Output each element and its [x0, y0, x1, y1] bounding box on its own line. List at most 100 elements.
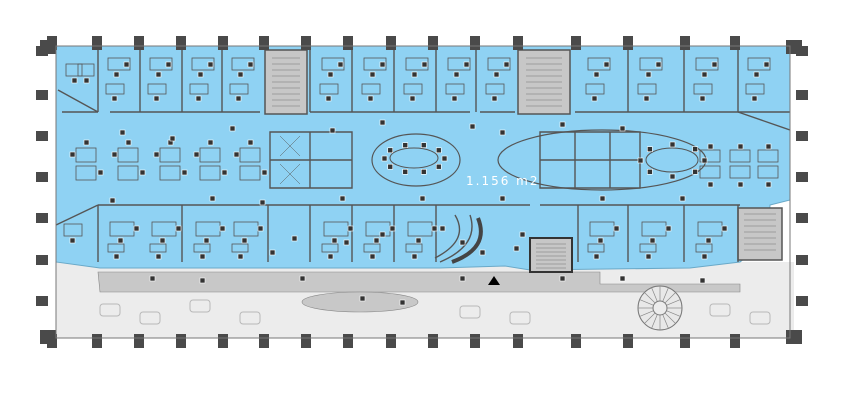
chair: [269, 249, 276, 256]
chair: [435, 147, 442, 154]
chair: [165, 61, 172, 68]
chair: [645, 253, 652, 260]
chair: [459, 275, 466, 282]
column: [786, 40, 802, 54]
chair: [379, 119, 386, 126]
chair: [327, 71, 334, 78]
column: [176, 36, 186, 50]
column: [176, 334, 186, 348]
chair: [247, 61, 254, 68]
chair: [619, 125, 626, 132]
workstations: [63, 57, 779, 306]
chair: [645, 71, 652, 78]
chair: [647, 146, 653, 152]
chair: [153, 151, 160, 158]
chair: [247, 139, 254, 146]
chair: [692, 169, 698, 175]
chair: [149, 275, 156, 282]
desk: [105, 83, 125, 95]
desk: [77, 63, 95, 77]
chair: [647, 169, 653, 175]
column: [730, 334, 740, 348]
chair: [699, 277, 706, 284]
chair: [479, 249, 486, 256]
chair: [597, 237, 604, 244]
chair: [207, 61, 214, 68]
column: [259, 334, 269, 348]
chair: [109, 197, 116, 204]
column: [796, 255, 808, 265]
chair: [519, 231, 526, 238]
chair: [643, 95, 650, 102]
chair: [491, 95, 498, 102]
curved-sofa: [451, 217, 483, 264]
planter: [189, 299, 211, 313]
chair: [373, 237, 380, 244]
planter: [749, 311, 771, 325]
spiral-stair-icon: [637, 285, 683, 331]
chair: [113, 71, 120, 78]
desk: [159, 147, 181, 163]
desk: [117, 147, 139, 163]
desk: [117, 165, 139, 181]
desk: [75, 165, 97, 181]
desk: [695, 243, 713, 253]
chair: [181, 169, 188, 176]
chair: [387, 163, 394, 170]
planter: [139, 311, 161, 325]
chair: [369, 71, 376, 78]
desk: [199, 165, 221, 181]
chair: [499, 129, 506, 136]
desk: [229, 83, 249, 95]
chair: [765, 181, 772, 188]
chair: [765, 143, 772, 150]
desk: [699, 165, 721, 179]
chair: [117, 237, 124, 244]
desk: [199, 147, 221, 163]
chair: [451, 95, 458, 102]
chair: [441, 155, 448, 162]
column: [301, 334, 311, 348]
chair: [499, 195, 506, 202]
chair: [175, 225, 182, 232]
chair: [159, 237, 166, 244]
chair: [169, 135, 176, 142]
chair: [337, 61, 344, 68]
chair: [707, 181, 714, 188]
column: [623, 334, 633, 348]
spiral-tread: [651, 314, 658, 329]
chair: [237, 253, 244, 260]
chair: [209, 195, 216, 202]
column: [796, 296, 808, 306]
chair: [387, 147, 394, 154]
desk: [63, 223, 83, 237]
desk: [363, 57, 387, 71]
chair: [199, 253, 206, 260]
stair-treads: [272, 57, 776, 269]
desk: [363, 243, 381, 253]
chair: [119, 129, 126, 136]
column: [343, 334, 353, 348]
column: [470, 334, 480, 348]
desk: [587, 57, 611, 71]
chair: [701, 71, 708, 78]
chair: [155, 253, 162, 260]
chair: [379, 61, 386, 68]
column: [36, 255, 48, 265]
column: [301, 36, 311, 50]
spiral-tread: [666, 299, 681, 306]
chair: [591, 95, 598, 102]
chair: [237, 71, 244, 78]
desk: [149, 57, 173, 71]
partition-walls: [55, 48, 791, 263]
chair: [411, 71, 418, 78]
column: [680, 36, 690, 50]
spiral-tread: [651, 287, 658, 302]
desk: [637, 83, 657, 95]
chair: [83, 139, 90, 146]
chair: [692, 146, 698, 152]
chair: [241, 237, 248, 244]
column: [386, 36, 396, 50]
column: [796, 90, 808, 100]
